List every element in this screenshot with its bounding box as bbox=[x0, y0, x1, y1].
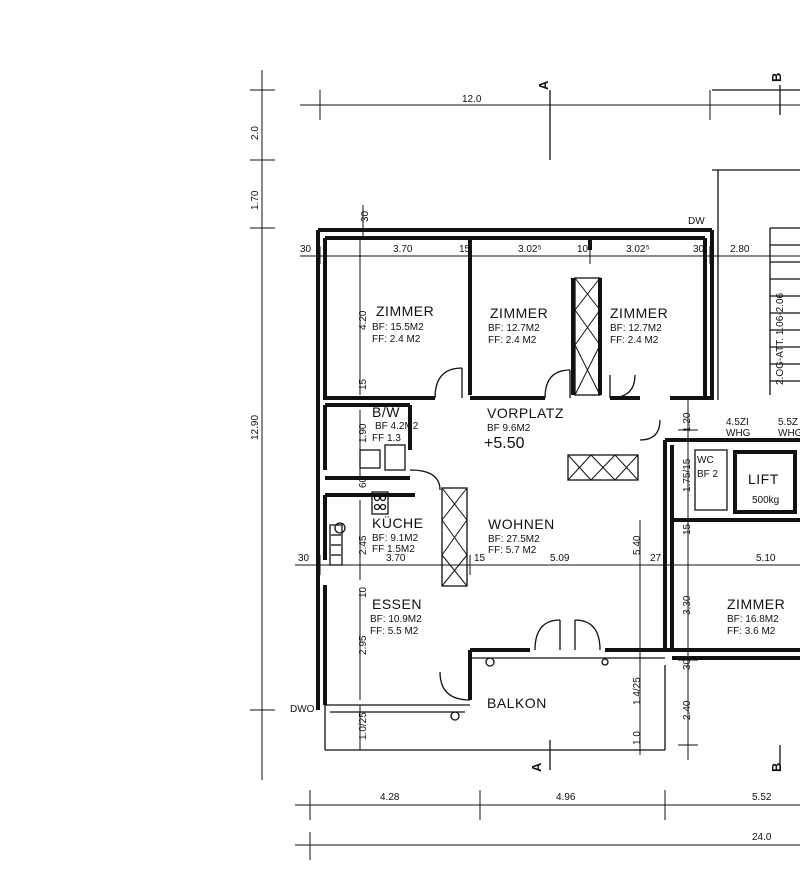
dim-top-3: 3.02⁵ bbox=[518, 244, 542, 255]
dim-mid-1: 3.70 bbox=[386, 553, 406, 564]
room-kueche-bf: BF: 9.1M2 bbox=[372, 533, 419, 544]
dim-inner-2: 1.90 bbox=[358, 423, 369, 443]
dim-top-1: 3.70 bbox=[393, 244, 413, 255]
room-bw-ff: FF 1.3 bbox=[372, 433, 401, 444]
dim-mid-5: 5.10 bbox=[756, 553, 776, 564]
section-markers bbox=[549, 85, 781, 770]
dim-bottom-1: 4.96 bbox=[556, 792, 576, 803]
dim-top-5: 3.02⁵ bbox=[626, 244, 650, 255]
stair-label: 2.OG-ATT. 1.06-2.06 bbox=[775, 292, 786, 385]
room-vorplatz-level: +5.50 bbox=[484, 435, 525, 452]
section-a-bottom: A bbox=[529, 762, 544, 772]
dim-bottom-2: 5.52 bbox=[752, 792, 772, 803]
dim-mid-0: 30 bbox=[298, 553, 310, 564]
section-b-bottom: B bbox=[769, 763, 784, 772]
dim-mid-4: 27 bbox=[650, 553, 662, 564]
dim-right-1: 1.75/15 bbox=[682, 458, 693, 492]
dimension-lines bbox=[250, 70, 800, 860]
room-zimmer2-bf: BF: 12.7M2 bbox=[488, 323, 540, 334]
dim-left-2: 12.90 bbox=[250, 415, 261, 440]
section-a-top: A bbox=[536, 80, 551, 90]
dim-top-6: 30 bbox=[693, 244, 705, 255]
room-wc-bf: BF 2 bbox=[697, 469, 719, 480]
dwo-label: DWO bbox=[290, 704, 315, 715]
dim-right-8: 1.0 bbox=[632, 731, 643, 745]
room-wohnen-ff: FF: 5.7 M2 bbox=[488, 545, 537, 556]
room-balkon-name: BALKON bbox=[487, 695, 547, 711]
dim-inner-5: 10 bbox=[358, 586, 369, 598]
dim-inner-0: 4.20 bbox=[358, 310, 369, 330]
whg2-label: WHG bbox=[778, 428, 800, 439]
room-zimmer1-name: ZIMMER bbox=[376, 303, 434, 319]
room-bw-bf: BF 4.2M2 bbox=[375, 421, 419, 432]
room-essen-name: ESSEN bbox=[372, 596, 422, 612]
dim-bottom-0: 4.28 bbox=[380, 792, 400, 803]
room-zimmer3-name: ZIMMER bbox=[610, 305, 668, 321]
dw-label: DW bbox=[688, 216, 705, 227]
dim-top-4: 10 bbox=[577, 244, 589, 255]
room-kueche-ff: FF 1.5M2 bbox=[372, 544, 415, 555]
dim-inner-3: 60 bbox=[358, 476, 369, 488]
stair bbox=[769, 227, 800, 395]
room-labels: ZIMMER BF: 15.5M2 FF: 2.4 M2 ZIMMER BF: … bbox=[290, 73, 800, 772]
room-essen-ff: FF: 5.5 M2 bbox=[370, 626, 419, 637]
room-zimmer4-bf: BF: 16.8M2 bbox=[727, 614, 779, 625]
room-zimmer3-bf: BF: 12.7M2 bbox=[610, 323, 662, 334]
whg1-number: 4.5ZI bbox=[726, 417, 749, 428]
room-wohnen-bf: BF: 27.5M2 bbox=[488, 534, 540, 545]
room-lift-load: 500kg bbox=[752, 495, 779, 506]
dim-right-5: 30 bbox=[682, 658, 693, 670]
hatched-shafts bbox=[441, 277, 639, 587]
dim-inner-7: 1.0/25 bbox=[358, 712, 369, 740]
section-b-top: B bbox=[769, 73, 784, 82]
room-bw-name: B/W bbox=[372, 404, 400, 420]
dim-top-7: 2.80 bbox=[730, 244, 750, 255]
room-zimmer1-ff: FF: 2.4 M2 bbox=[372, 334, 421, 345]
dimension-labels: 12.0 30 3.70 15 3.02⁵ 10 3.02⁵ 30 2.80 3… bbox=[250, 94, 776, 843]
dim-top-total: 12.0 bbox=[462, 94, 482, 105]
dim-left-1: 1.70 bbox=[250, 190, 261, 210]
room-zimmer1-bf: BF: 15.5M2 bbox=[372, 322, 424, 333]
room-essen-bf: BF: 10.9M2 bbox=[370, 614, 422, 625]
room-zimmer2-name: ZIMMER bbox=[490, 305, 548, 321]
dim-left-0: 2.0 bbox=[250, 126, 261, 140]
dim-right-0: 1.20 bbox=[682, 412, 693, 432]
room-zimmer4-name: ZIMMER bbox=[727, 596, 785, 612]
dim-bottom-total: 24.0 bbox=[752, 832, 772, 843]
door-swings bbox=[409, 367, 661, 701]
dim-right-7: 1.4/25 bbox=[632, 677, 643, 705]
room-vorplatz-bf: BF 9.6M2 bbox=[487, 423, 531, 434]
walls bbox=[316, 89, 800, 710]
room-lift-name: LIFT bbox=[748, 471, 779, 487]
dim-inner-1: 15 bbox=[358, 378, 369, 390]
room-zimmer3-ff: FF: 2.4 M2 bbox=[610, 335, 659, 346]
kitchen-fixtures bbox=[329, 444, 406, 566]
dim-mid-3: 5.09 bbox=[550, 553, 570, 564]
dim-top-0: 30 bbox=[300, 244, 312, 255]
dim-right-3: 5.40 bbox=[632, 535, 643, 555]
dim-right-6: 2.40 bbox=[682, 700, 693, 720]
dim-right-2: 15 bbox=[682, 523, 693, 535]
dim-top-2: 15 bbox=[459, 244, 471, 255]
room-vorplatz-name: VORPLATZ bbox=[487, 405, 564, 421]
room-zimmer2-ff: FF: 2.4 M2 bbox=[488, 335, 537, 346]
room-wc-name: WC bbox=[697, 455, 714, 466]
dim-top-30: 30 bbox=[360, 210, 371, 222]
dim-inner-6: 2.95 bbox=[358, 635, 369, 655]
dim-right-4: 3.30 bbox=[682, 595, 693, 615]
whg2-number: 5.5Z bbox=[778, 417, 798, 428]
room-zimmer4-ff: FF: 3.6 M2 bbox=[727, 626, 776, 637]
dim-mid-2: 15 bbox=[474, 553, 486, 564]
room-wohnen-name: WOHNEN bbox=[488, 516, 555, 532]
whg1-label: WHG bbox=[726, 428, 751, 439]
dim-inner-4: 2.45 bbox=[358, 535, 369, 555]
balcony-outline bbox=[324, 657, 666, 751]
room-kueche-name: KÜCHE bbox=[372, 514, 424, 531]
